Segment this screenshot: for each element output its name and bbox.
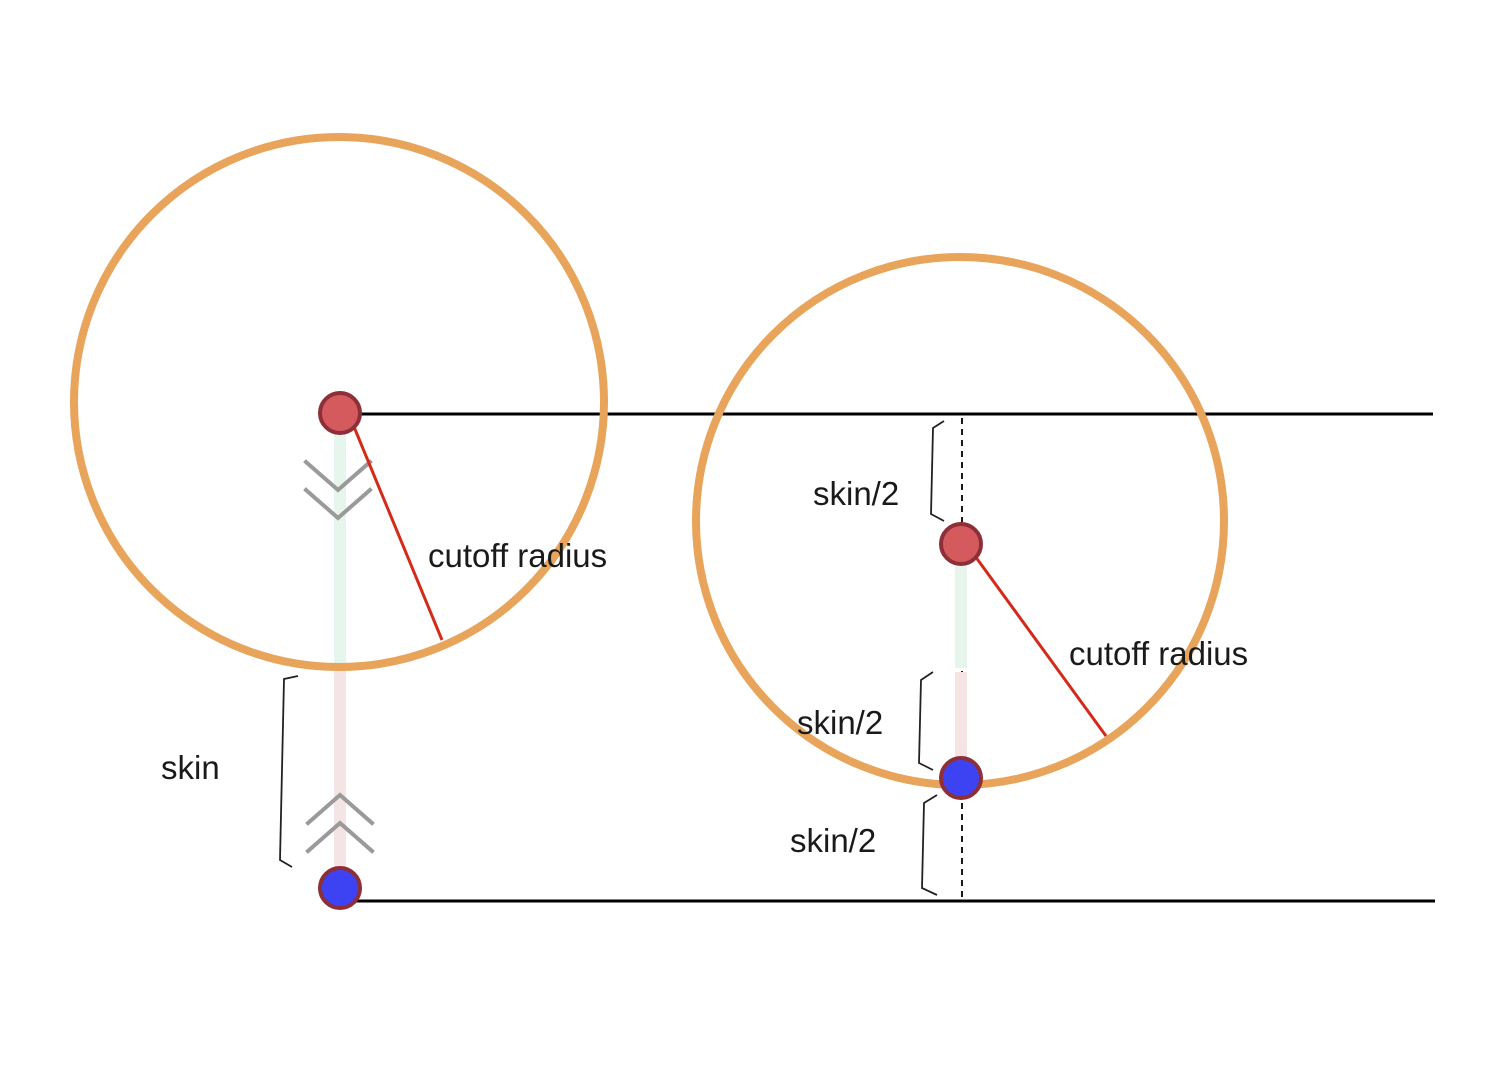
left-cutoff-label: cutoff radius bbox=[428, 537, 607, 574]
left-blue-particle bbox=[318, 866, 362, 910]
left-skin-label: skin bbox=[161, 749, 220, 786]
left-cutoff-circle bbox=[70, 133, 608, 671]
left-skin-bracket bbox=[279, 675, 299, 868]
right-skin-half-label-top: skin/2 bbox=[813, 475, 899, 512]
left-red-particle bbox=[318, 391, 362, 435]
down-chevron-icon bbox=[303, 459, 373, 521]
up-chevron-icon bbox=[305, 792, 375, 854]
right-skin-half-bracket-top bbox=[930, 420, 945, 522]
right-red-particle bbox=[939, 522, 983, 566]
right-skin-half-bracket-mid bbox=[918, 671, 934, 771]
right-skin-half-bracket-bottom bbox=[921, 794, 938, 896]
right-blue-particle bbox=[939, 756, 983, 800]
right-skin-half-label-bottom: skin/2 bbox=[790, 822, 876, 859]
right-skin-half-label-mid: skin/2 bbox=[797, 704, 883, 741]
right-cutoff-label: cutoff radius bbox=[1069, 635, 1248, 672]
right-radius-line bbox=[973, 555, 1108, 737]
left-radius-line bbox=[350, 421, 444, 641]
